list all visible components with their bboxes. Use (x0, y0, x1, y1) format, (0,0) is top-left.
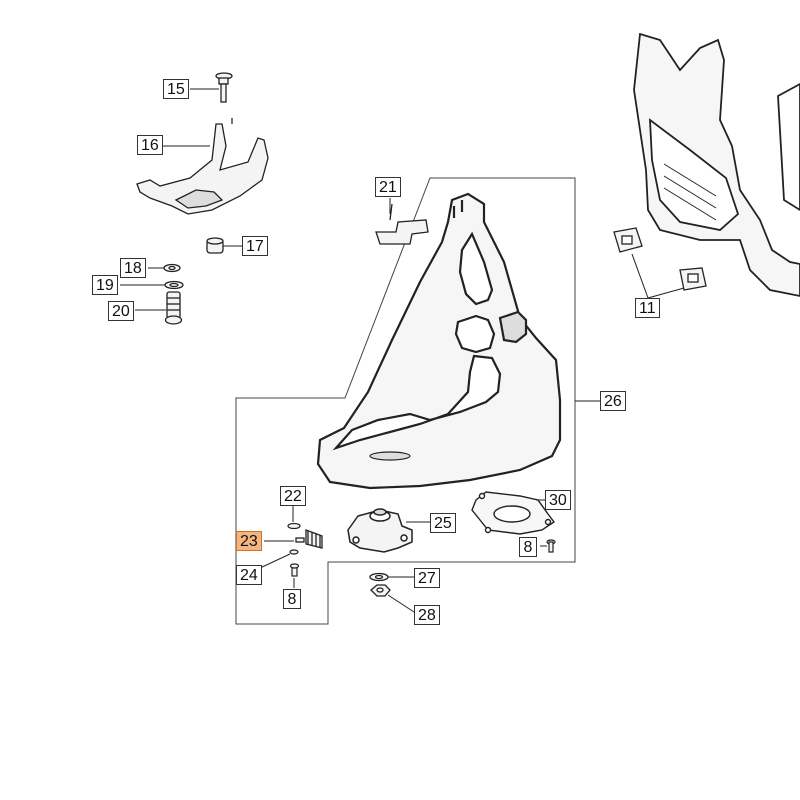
part-8-screw-left[interactable] (289, 563, 300, 577)
callout-27[interactable]: 27 (414, 568, 440, 588)
callout-19[interactable]: 19 (92, 275, 118, 295)
callout-24[interactable]: 24 (236, 565, 262, 585)
part-26-handle[interactable] (316, 192, 562, 490)
callout-15[interactable]: 15 (163, 79, 189, 99)
callout-16[interactable]: 16 (137, 135, 163, 155)
callout-22[interactable]: 22 (280, 486, 306, 506)
part-15-bolt[interactable] (215, 72, 233, 103)
part-27-washer[interactable] (369, 572, 389, 582)
part-23-spring[interactable] (295, 529, 323, 549)
callout-30[interactable]: 30 (545, 490, 571, 510)
part-17-bushing[interactable] (206, 237, 224, 254)
part-18-washer[interactable] (163, 263, 181, 273)
callout-8-left[interactable]: 8 (283, 589, 301, 609)
callout-23-selected[interactable]: 23 (236, 531, 262, 551)
callout-20[interactable]: 20 (108, 301, 134, 321)
callout-18[interactable]: 18 (120, 258, 146, 278)
part-25-valve-body[interactable] (347, 508, 413, 553)
part-30-gasket[interactable] (471, 491, 556, 535)
callout-8-right[interactable]: 8 (519, 537, 537, 557)
part-16-bracket[interactable] (136, 118, 269, 215)
callout-26[interactable]: 26 (600, 391, 626, 411)
part-11-clip-a[interactable] (613, 227, 643, 253)
group-outline-26 (235, 177, 576, 625)
callout-11[interactable]: 11 (635, 298, 660, 318)
callout-21[interactable]: 21 (375, 177, 401, 197)
part-21-latch[interactable] (375, 203, 429, 245)
part-28-nut[interactable] (370, 584, 391, 597)
part-backplate (633, 32, 800, 297)
part-19-washer[interactable] (164, 280, 184, 290)
callout-17[interactable]: 17 (242, 236, 268, 256)
part-24-pin[interactable] (289, 549, 299, 555)
part-20-screw[interactable] (164, 291, 183, 325)
part-22-washer[interactable] (287, 522, 301, 530)
part-11-clip-b[interactable] (679, 267, 707, 291)
part-8-screw-right[interactable] (546, 539, 556, 553)
callout-25[interactable]: 25 (430, 513, 456, 533)
callout-28[interactable]: 28 (414, 605, 440, 625)
